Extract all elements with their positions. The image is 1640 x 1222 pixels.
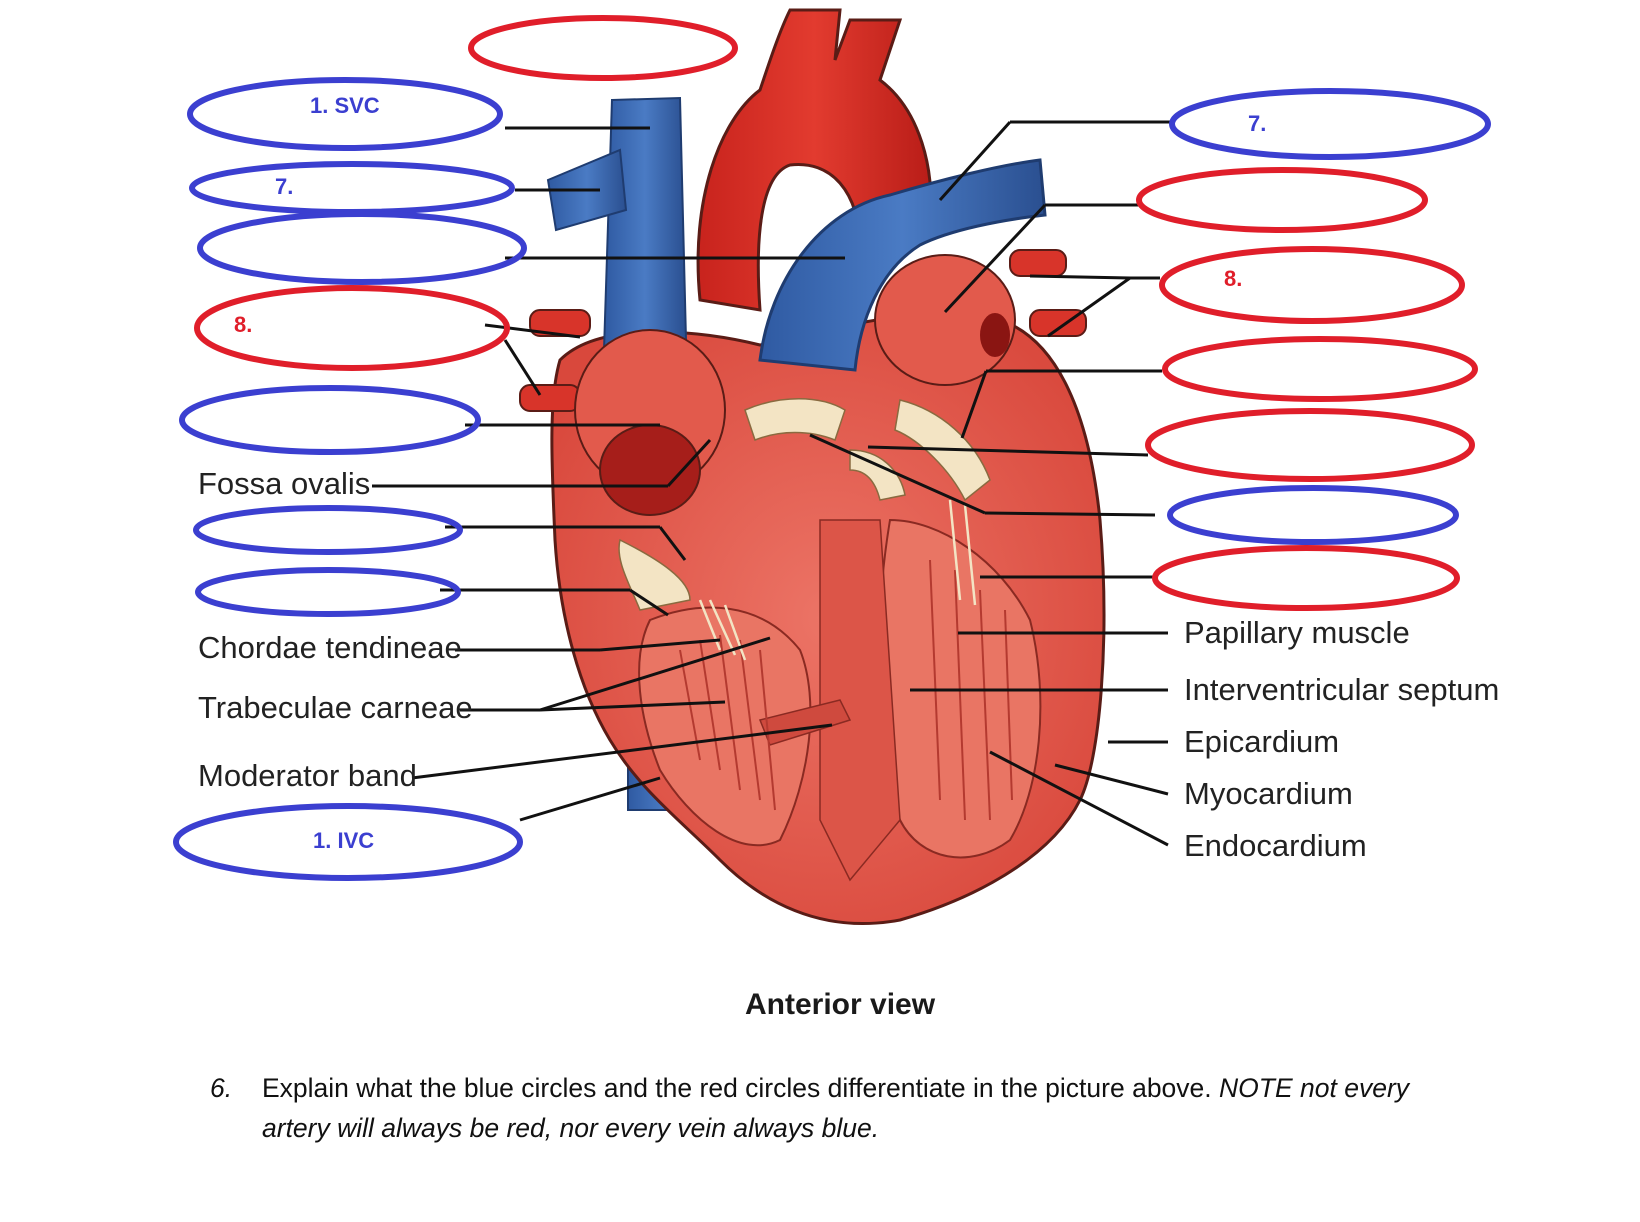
chordae-strands [698, 499, 977, 661]
oval-left-5[interactable] [179, 385, 481, 455]
question-number: 6. [210, 1073, 233, 1103]
oval-right-2[interactable] [1136, 167, 1428, 233]
right-pulmonary-vein-upper [529, 309, 591, 337]
right-answer-ovals: 7. 8. [468, 15, 1491, 611]
fossa-ovalis-region [599, 424, 701, 516]
valve-tricuspid [618, 538, 691, 611]
oval-left-9-label: 1. IVC [313, 828, 374, 853]
superior-vena-cava [602, 96, 688, 352]
right-pulmonary-vein-lower [519, 384, 581, 412]
text-labels: Fossa ovalis Chordae tendineae Trabecula… [198, 466, 1499, 1021]
oval-left-2[interactable] [189, 161, 515, 215]
label-trabeculae-carneae: Trabeculae carneae [198, 690, 473, 725]
question-note-text: not every artery will always be red, nor… [262, 1073, 1410, 1143]
valve-aortic [849, 449, 906, 501]
left-pulmonary-vein-lower [1029, 309, 1087, 337]
label-epicardium: Epicardium [1184, 724, 1339, 759]
leader-lines [372, 120, 1170, 847]
oval-left-3[interactable] [197, 211, 527, 285]
label-interventricular-septum: Interventricular septum [1184, 672, 1499, 707]
oval-right-1-label: 7. [1248, 111, 1266, 136]
question-6: 6. Explain what the blue circles and the… [210, 1068, 1450, 1148]
trabeculae-striations [679, 559, 1013, 821]
oval-left-1[interactable] [187, 77, 503, 151]
label-chordae-tendineae: Chordae tendineae [198, 630, 462, 665]
question-text-block: Explain what the blue circles and the re… [262, 1068, 1450, 1148]
label-myocardium: Myocardium [1184, 776, 1353, 811]
oval-left-2-label: 7. [275, 174, 293, 199]
oval-right-7[interactable] [1152, 545, 1460, 611]
left-answer-ovals: 1. SVC 7. 8. 1. IVC [173, 77, 527, 881]
label-fossa-ovalis: Fossa ovalis [198, 466, 370, 501]
oval-left-6[interactable] [193, 505, 463, 555]
oval-right-5[interactable] [1145, 408, 1475, 482]
oval-left-1-label: 1. SVC [310, 93, 380, 118]
valve-pulmonary [744, 398, 846, 441]
label-papillary-muscle: Papillary muscle [1184, 615, 1410, 650]
left-atrium-opening [980, 313, 1010, 357]
oval-right-4[interactable] [1162, 336, 1478, 402]
question-note-label: NOTE [1219, 1073, 1293, 1103]
oval-top-center[interactable] [468, 15, 738, 81]
moderator-band [758, 699, 852, 746]
question-text: Explain what the blue circles and the re… [262, 1073, 1212, 1103]
oval-right-6[interactable] [1167, 485, 1459, 545]
oval-right-1[interactable] [1169, 88, 1491, 160]
oval-left-9[interactable] [173, 803, 523, 881]
caption-anterior-view: Anterior view [745, 988, 936, 1021]
label-moderator-band: Moderator band [198, 758, 417, 793]
label-endocardium: Endocardium [1184, 828, 1367, 863]
interventricular-septum-shape [819, 519, 901, 882]
left-pulmonary-vein-upper [1009, 249, 1067, 277]
heart-illustration [519, 8, 1106, 925]
oval-left-7[interactable] [195, 567, 461, 617]
left-atrium [874, 254, 1016, 386]
pulmonary-trunk [758, 158, 1047, 372]
oval-left-4[interactable] [194, 285, 510, 371]
oval-left-4-label: 8. [234, 312, 252, 337]
oval-right-3-label: 8. [1224, 266, 1242, 291]
oval-right-3[interactable] [1159, 246, 1465, 324]
